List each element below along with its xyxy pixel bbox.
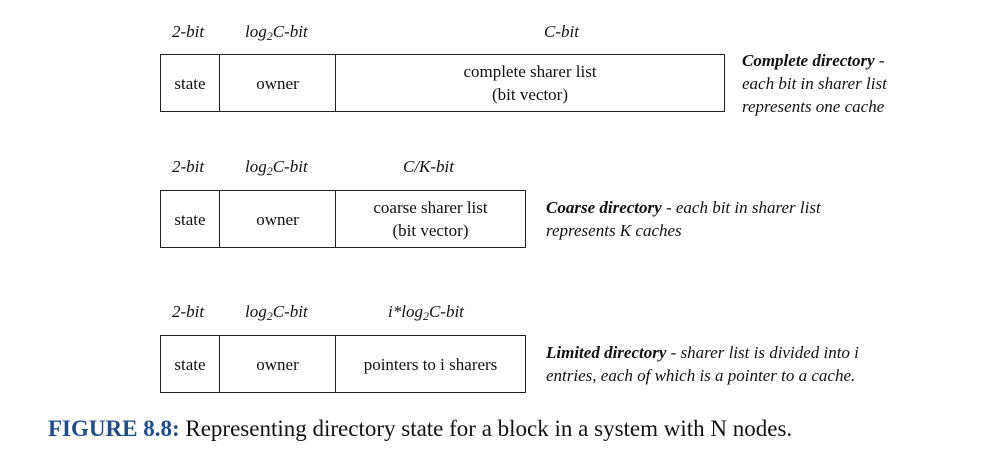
sharer-bits-post: C-bit [544, 22, 579, 41]
state-field: state [161, 191, 220, 247]
figure-caption: FIGURE 8.8: Representing directory state… [48, 416, 792, 442]
sharer-field-line1: complete sharer list [463, 62, 597, 81]
description-text: each bit in sharer list represents K cac… [546, 198, 821, 240]
bit-label-sharer-complete: C-bit [544, 22, 579, 42]
description-title: Complete directory [742, 51, 875, 70]
figure-caption-text: Representing directory state for a block… [179, 416, 793, 441]
description-sep: - [874, 51, 885, 70]
owner-bits-sub: 2 [266, 309, 273, 323]
sharer-field-line1: pointers to i sharers [363, 354, 498, 374]
bit-label-owner-limited: log2C-bit [245, 302, 308, 322]
bit-label-state-complete: 2-bit [172, 22, 205, 41]
directory-entry-complete: state owner complete sharer list (bit vec… [160, 54, 725, 112]
owner-field: owner [220, 55, 336, 111]
state-field-label: state [174, 73, 206, 93]
sharer-bits-pre: i*log [388, 302, 423, 321]
bit-label-owner-coarse: log2C-bit [245, 157, 308, 177]
description-text: each bit in sharer list represents one c… [742, 74, 887, 116]
description-limited: Limited directory - sharer list is divid… [546, 341, 906, 387]
owner-bits-post: C-bit [272, 157, 308, 176]
sharer-list-field: coarse sharer list (bit vector) [336, 191, 525, 247]
bit-label-state-limited: 2-bit [172, 302, 205, 321]
sharer-list-field: complete sharer list (bit vector) [336, 55, 724, 111]
state-field: state [161, 336, 220, 392]
directory-entry-limited: state owner pointers to i sharers [160, 335, 526, 393]
bit-label-state-coarse: 2-bit [172, 157, 205, 176]
description-text: sharer list is divided into i entries, e… [546, 343, 859, 385]
owner-bits-pre: log [245, 302, 267, 321]
state-field: state [161, 55, 220, 111]
sharer-list-field: pointers to i sharers [336, 336, 525, 392]
owner-bits-sub: 2 [266, 164, 273, 178]
owner-bits-pre: log [245, 157, 267, 176]
owner-field-label: owner [256, 209, 299, 229]
directory-entry-coarse: state owner coarse sharer list (bit vecto… [160, 190, 526, 248]
owner-bits-sub: 2 [266, 29, 273, 43]
sharer-field-line2: (bit vector) [392, 221, 469, 240]
description-title: Limited directory [546, 343, 667, 362]
description-coarse: Coarse directory - each bit in sharer li… [546, 196, 876, 242]
description-sep: - [661, 198, 676, 217]
owner-field: owner [220, 336, 336, 392]
sharer-field-line2: (bit vector) [492, 85, 568, 104]
description-complete: Complete directory - each bit in sharer … [742, 49, 912, 118]
bit-label-sharer-coarse: C/K-bit [403, 157, 454, 177]
sharer-bits-post: C/K-bit [403, 157, 455, 176]
owner-field-label: owner [256, 354, 299, 374]
description-sep: - [666, 343, 681, 362]
owner-field-label: owner [256, 73, 299, 93]
state-field-label: state [174, 209, 206, 229]
owner-bits-pre: log [245, 22, 267, 41]
sharer-bits-post: C-bit [428, 302, 464, 321]
sharer-field-line1: coarse sharer list [373, 198, 488, 217]
description-title: Coarse directory [546, 198, 662, 217]
figure-caption-label: FIGURE 8.8: [48, 416, 180, 441]
owner-bits-post: C-bit [272, 22, 308, 41]
owner-bits-post: C-bit [272, 302, 308, 321]
owner-field: owner [220, 191, 336, 247]
sharer-bits-sub: 2 [422, 309, 429, 323]
state-field-label: state [174, 354, 206, 374]
bit-label-owner-complete: log2C-bit [245, 22, 308, 42]
bit-label-sharer-limited: i*log2C-bit [388, 302, 464, 322]
